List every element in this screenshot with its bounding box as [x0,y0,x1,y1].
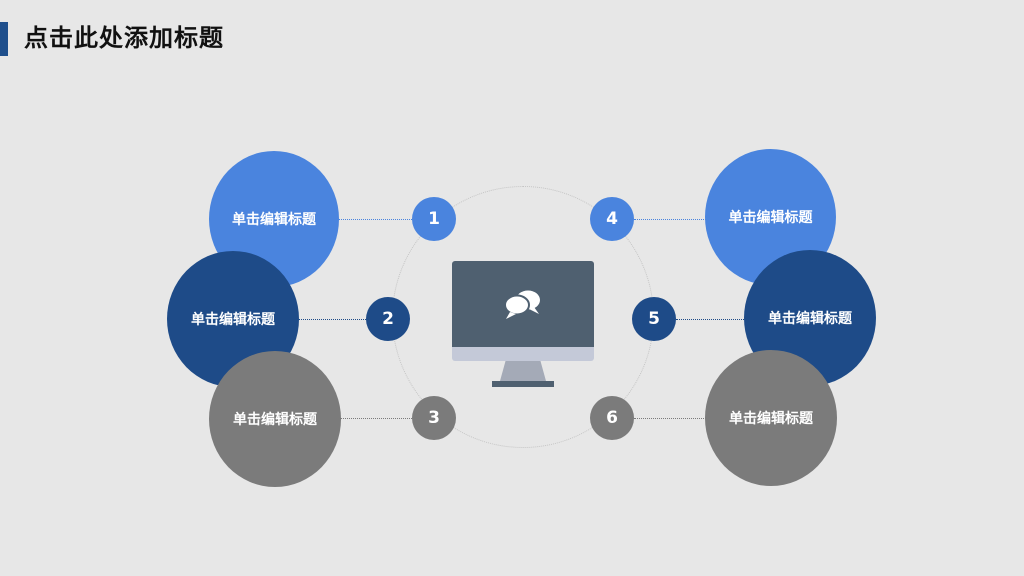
topic-circle-3[interactable]: 单击编辑标题 [209,351,341,487]
number-circle-5[interactable]: 5 [632,297,676,341]
topic-label-6: 单击编辑标题 [729,411,813,427]
connector-4 [634,219,706,220]
monitor-base [492,381,554,387]
connector-5 [676,319,746,320]
number-circle-6[interactable]: 6 [590,396,634,440]
topic-label-2: 单击编辑标题 [191,312,275,328]
connector-6 [634,418,706,419]
connector-3 [336,418,412,419]
topic-label-1: 单击编辑标题 [232,212,316,228]
number-circle-4[interactable]: 4 [590,197,634,241]
number-4: 4 [606,209,618,229]
number-3: 3 [428,408,440,428]
topic-label-3: 单击编辑标题 [233,412,317,428]
number-circle-3[interactable]: 3 [412,396,456,440]
monitor-neck [500,361,546,381]
slide-title[interactable]: 点击此处添加标题 [24,24,224,52]
topic-label-4: 单击编辑标题 [728,210,813,226]
title-accent-bar [0,22,8,56]
number-5: 5 [648,309,660,329]
number-circle-1[interactable]: 1 [412,197,456,241]
connector-1 [336,219,412,220]
number-1: 1 [428,209,440,229]
topic-label-5: 单击编辑标题 [768,311,852,327]
topic-circle-6[interactable]: 单击编辑标题 [705,350,837,486]
number-6: 6 [606,408,618,428]
number-2: 2 [382,309,394,329]
chat-bubbles-icon [504,290,540,319]
number-circle-2[interactable]: 2 [366,297,410,341]
connector-2 [296,319,366,320]
